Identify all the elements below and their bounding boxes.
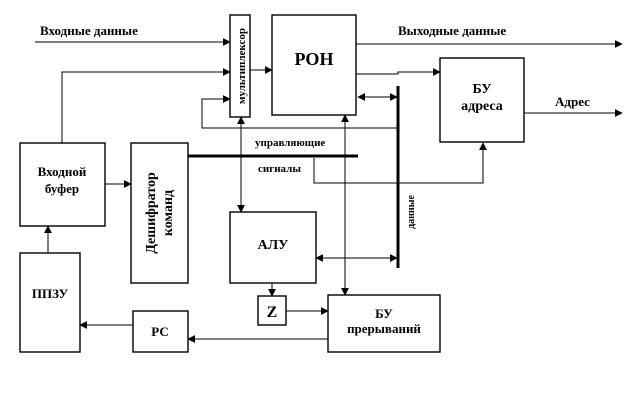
input-data-label: Входные данные [40,23,138,38]
ppzu-label: ППЗУ [32,286,69,301]
alu-label: АЛУ [258,238,289,253]
decoder-block: Дешифратор команд [130,142,189,284]
ron-block: РОН [271,14,357,116]
input-buffer-block: Входной буфер [19,142,106,227]
bu-address-block: БУ адреса [439,57,525,143]
decoder-label-1: Дешифратор [144,172,159,254]
z-flag-block: Z [257,295,287,326]
buffer-to-mux-line [61,68,231,143]
control-signals-label-2: сигналы [258,163,301,175]
bu-address-label-2: адреса [461,99,503,114]
z-flag-label: Z [267,304,278,321]
control-signals-label-1: управляющие [255,137,325,149]
bu-interrupt-block: БУ прерываний [327,294,441,353]
feedback-to-mux-line [201,95,398,129]
multiplexer-label: мультиплексор [236,28,248,104]
alu-block: АЛУ [229,211,317,284]
pc-label: РС [151,324,169,339]
pc-block: РС [132,310,189,353]
bu-interrupt-label-2: прерываний [347,321,421,336]
bu-address-label-1: БУ [472,82,491,97]
connection-lines [35,38,623,343]
input-buffer-label-2: буфер [45,181,79,196]
ron-label: РОН [295,49,334,69]
output-data-label: Выходные данные [398,23,506,38]
ppzu-block: ППЗУ [19,252,81,353]
ron-to-bu-address-line [356,68,441,76]
bu-interrupt-label-1: БУ [375,306,393,321]
multiplexer-block: мультиплексор [229,14,251,118]
address-out-label: Адрес [555,94,590,109]
decoder-label-2: команд [161,190,176,236]
data-bus-label: данные [406,195,417,229]
input-buffer-label-1: Входной [38,164,87,179]
